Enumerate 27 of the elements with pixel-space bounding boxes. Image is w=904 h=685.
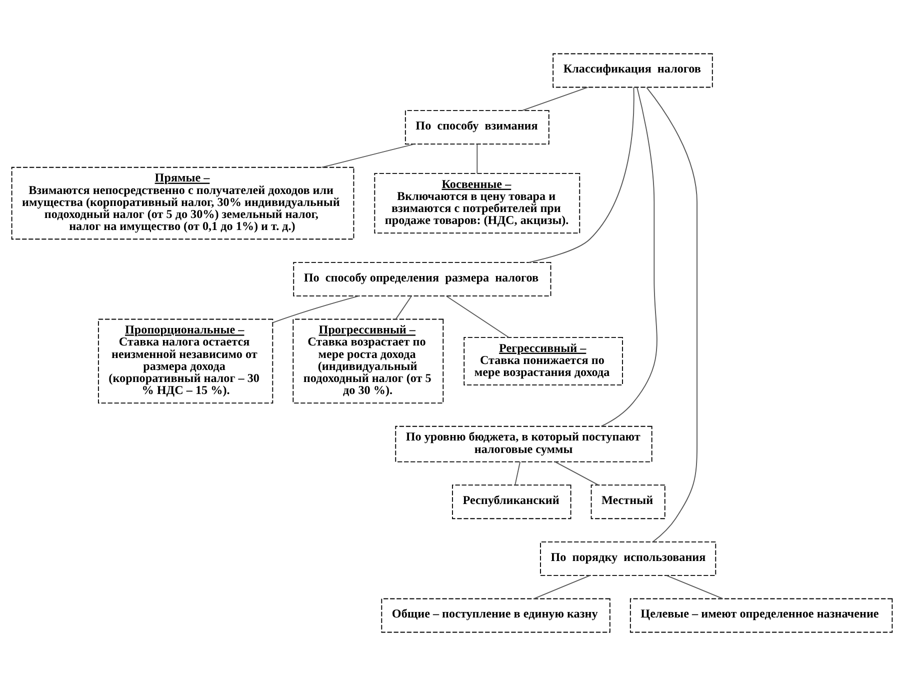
connector bbox=[522, 86, 588, 110]
connector bbox=[534, 574, 590, 599]
connector bbox=[514, 460, 521, 485]
node-box: Республиканский bbox=[452, 484, 572, 519]
connector bbox=[476, 143, 478, 174]
node-box: Классификация налогов bbox=[552, 52, 713, 88]
node-box: По способу взимания bbox=[404, 110, 550, 144]
node-box: Прогрессивный – Ставка возрастает по мере роста дохода (индивидуальный подоходный налог (от 5 до 30 %). bbox=[292, 318, 444, 404]
connector bbox=[321, 143, 414, 168]
node-box: Регрессивный – Ставка понижается по мере возрастания дохода bbox=[464, 336, 623, 385]
node-box: Общие – поступление в единую казну bbox=[381, 598, 610, 632]
node-box: По порядку использования bbox=[540, 540, 716, 576]
connector bbox=[666, 574, 724, 599]
node-box: Косвенные – Включаются в цену товара и взимаются с потребителей при продаже товаров: (НДС, акцизы). bbox=[374, 172, 580, 234]
node-box: Прямые – Взимаются непосредственно с получателей доходов или имущества (корпоративный налог, 30% индивидуальный подоходный налог (от 5 до 30%) земельный налог, налог на имущество (от 0,1 до 1%) и т. д.) bbox=[11, 166, 354, 240]
connector bbox=[554, 460, 599, 485]
connector bbox=[646, 86, 698, 542]
connector bbox=[272, 295, 360, 323]
connector bbox=[395, 295, 412, 320]
connector bbox=[528, 86, 634, 262]
node-box: Целевые – имеют определенное назначение bbox=[630, 598, 893, 632]
node-box: Местный bbox=[590, 484, 666, 519]
node-box: По уровню бюджета, в который поступают налоговые суммы bbox=[395, 425, 652, 462]
node-box: По способу определения размера налогов bbox=[293, 261, 552, 296]
connector bbox=[600, 86, 658, 426]
connector bbox=[446, 295, 510, 338]
node-box: Пропорциональные – Ставка налога остается неизменной независимо от размера дохода (корпоративный налог – 30 % НДС – 15 %). bbox=[98, 318, 274, 404]
